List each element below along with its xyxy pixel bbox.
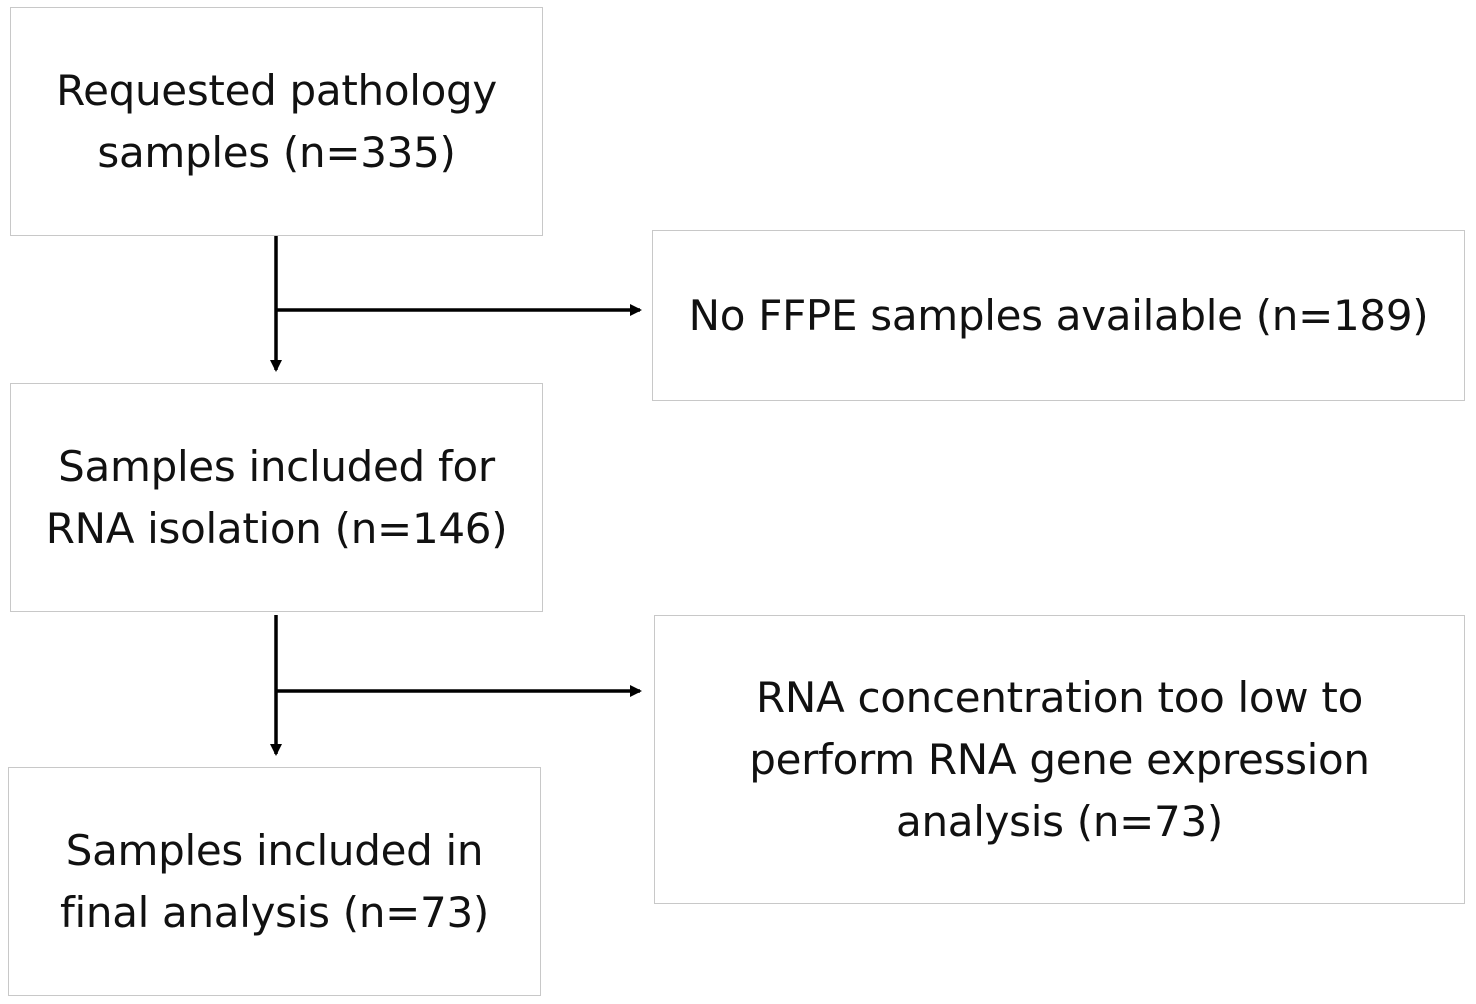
- node-requested-samples: Requested pathology samples (n=335): [10, 7, 543, 236]
- node-no-ffpe-samples: No FFPE samples available (n=189): [652, 230, 1465, 401]
- node-label-line: Samples included in: [65, 825, 484, 875]
- node-label-line: Requested pathology: [56, 65, 497, 115]
- node-label-line: final analysis (n=73): [60, 887, 489, 937]
- node-label: Samples included for RNA isolation (n=14…: [46, 436, 508, 560]
- node-label: Samples included in final analysis (n=73…: [60, 820, 489, 944]
- node-label: No FFPE samples available (n=189): [689, 285, 1429, 347]
- node-rna-isolation: Samples included for RNA isolation (n=14…: [10, 383, 543, 612]
- node-label-line: perform RNA gene expression: [749, 734, 1370, 784]
- node-label-line: Samples included for: [58, 441, 495, 491]
- node-label-line: analysis (n=73): [896, 796, 1223, 846]
- node-label: RNA concentration too low to perform RNA…: [749, 667, 1370, 853]
- node-final-analysis: Samples included in final analysis (n=73…: [8, 767, 541, 996]
- node-rna-concentration-too-low: RNA concentration too low to perform RNA…: [654, 615, 1465, 904]
- node-label-line: RNA isolation (n=146): [45, 503, 508, 553]
- node-label-line: No FFPE samples available (n=189): [688, 290, 1429, 340]
- node-label: Requested pathology samples (n=335): [56, 60, 497, 184]
- node-label-line: samples (n=335): [97, 127, 456, 177]
- node-label-line: RNA concentration too low to: [756, 672, 1363, 722]
